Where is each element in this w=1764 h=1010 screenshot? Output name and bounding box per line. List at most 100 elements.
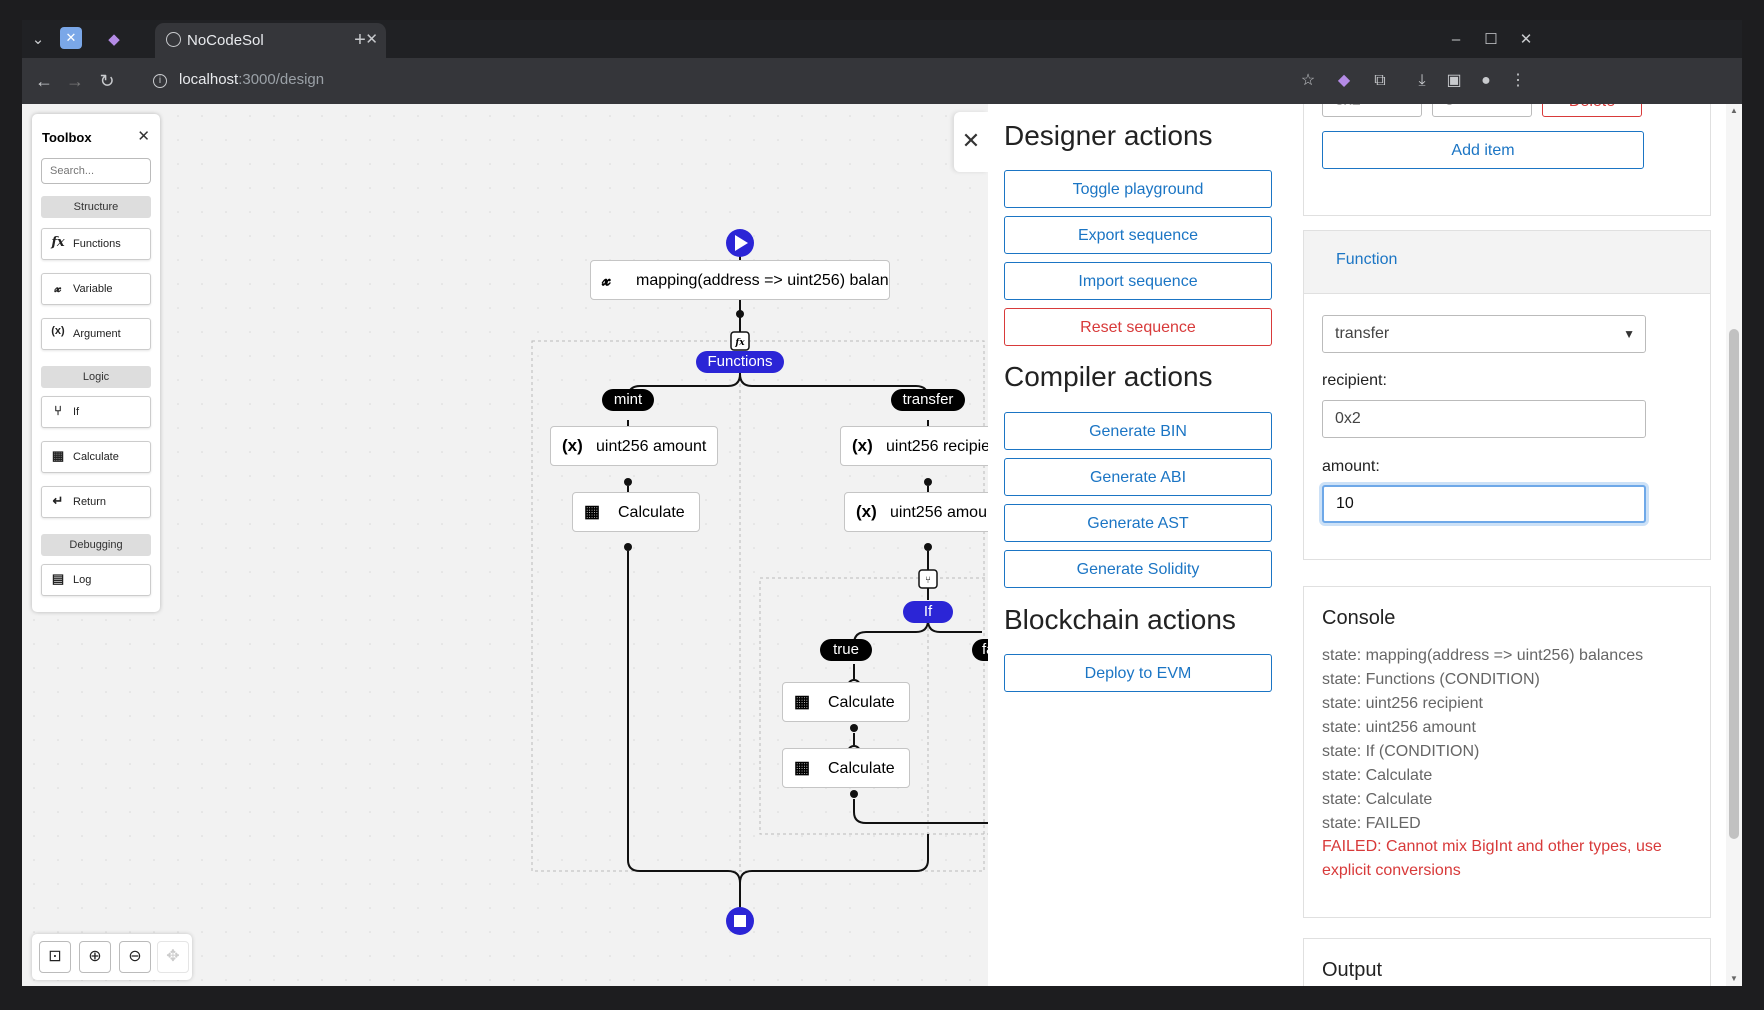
zoom-out-icon[interactable]: ⊖ [119, 941, 151, 973]
toolbox-item-calculate[interactable]: ▦ Calculate [41, 441, 151, 473]
extensions-puzzle-icon[interactable]: ⧉ [1374, 72, 1386, 89]
branch-false-label[interactable]: fa [972, 639, 988, 661]
tab-strip: ⌄ ✕ ◆ NoCodeSol ✕ + – ☐ ✕ [22, 20, 1742, 58]
scroll-down-icon[interactable]: ▼ [1730, 974, 1738, 983]
deploy-evm-button[interactable]: Deploy to EVM [1004, 654, 1272, 692]
designer-canvas[interactable]: fx ⑂ 𝔁 mapping(address => uint256) balan… [22, 104, 988, 986]
move-icon[interactable]: ✥ [157, 941, 189, 973]
console-line: state: Functions (CONDITION) [1322, 671, 1540, 688]
pinned-tab-tool-icon[interactable]: ✕ [60, 27, 82, 49]
console-title: Console [1322, 607, 1396, 629]
reset-sequence-button[interactable]: Reset sequence [1004, 308, 1272, 346]
step-mapping-balances[interactable]: 𝔁 mapping(address => uint256) balances [590, 260, 890, 300]
compiler-actions-title: Compiler actions [1004, 361, 1213, 392]
import-sequence-button[interactable]: Import sequence [1004, 262, 1272, 300]
download-icon[interactable]: ⤓ [1418, 72, 1426, 89]
branch-mint-label[interactable]: mint [602, 389, 654, 411]
reload-icon[interactable]: ↻ [99, 71, 115, 91]
toolbox-group-debugging: Debugging [41, 534, 151, 556]
log-icon: ▤ [51, 571, 65, 586]
console-line: state: If (CONDITION) [1322, 743, 1480, 760]
calculate-icon: ▦ [794, 758, 811, 777]
output-title: Output [1322, 959, 1383, 981]
zoom-controls: ⊡ ⊕ ⊖ ✥ [32, 934, 192, 980]
scroll-up-icon[interactable]: ▲ [1730, 106, 1738, 115]
generate-abi-button[interactable]: Generate ABI [1004, 458, 1272, 496]
toolbox-item-variable[interactable]: 𝔁 Variable [41, 273, 151, 305]
pinned-tab-extension-icon[interactable]: ◆ [108, 31, 120, 48]
toggle-playground-button[interactable]: Toggle playground [1004, 170, 1272, 208]
if-junction-icon [918, 569, 938, 589]
console-line: state: FAILED [1322, 815, 1421, 832]
toolbox-item-log[interactable]: ▤ Log [41, 564, 151, 596]
forward-arrow-icon[interactable]: → [66, 71, 84, 91]
back-arrow-icon[interactable]: ← [35, 71, 53, 91]
item-address-field[interactable]: 0x2 [1322, 104, 1422, 117]
variable-icon: 𝔁 [54, 280, 62, 295]
console-line: state: uint256 amount [1322, 719, 1476, 736]
maximize-window-icon[interactable]: ☐ [1484, 31, 1498, 48]
editor-scrollbar[interactable]: ▲ ▼ [1726, 104, 1742, 986]
toolbox-item-return[interactable]: ↵ Return [41, 486, 151, 518]
extension-icon[interactable]: ◆ [1337, 72, 1351, 89]
export-sequence-button[interactable]: Export sequence [1004, 216, 1272, 254]
if-label[interactable]: If [903, 601, 953, 623]
editor-close-icon[interactable]: ✕ [954, 112, 988, 172]
close-window-icon[interactable]: ✕ [1519, 31, 1533, 48]
toolbox-title: Toolbox [42, 130, 92, 145]
toolbox-item-argument[interactable]: (x) Argument [41, 318, 151, 350]
designer-actions-title: Designer actions [1004, 120, 1213, 151]
add-item-button[interactable]: Add item [1322, 131, 1644, 169]
recipient-input[interactable]: 0x2 [1322, 400, 1646, 438]
scrollbar-thumb[interactable] [1729, 329, 1739, 839]
site-info-icon[interactable]: i [153, 74, 167, 88]
toolbox-item-if[interactable]: ⑂ If [41, 396, 151, 428]
step-mint-amount[interactable]: (x) uint256 amount [550, 426, 718, 466]
bookmark-star-icon[interactable]: ☆ [1300, 72, 1316, 89]
generate-solidity-button[interactable]: Generate Solidity [1004, 550, 1272, 588]
profile-icon[interactable]: ● [1481, 72, 1491, 89]
delete-item-button[interactable]: Delete [1542, 104, 1642, 117]
side-panel-icon[interactable]: ▣ [1446, 72, 1462, 89]
toolbox-item-functions[interactable]: fx Functions [41, 228, 151, 260]
address-bar[interactable]: localhost:3000/design [179, 71, 324, 88]
app-page: fx ⑂ 𝔁 mapping(address => uint256) balan… [22, 104, 1742, 986]
argument-icon: (x) [562, 436, 583, 455]
calculate-icon: ▦ [584, 502, 601, 521]
amount-label: amount: [1322, 458, 1380, 475]
function-select[interactable]: transfer ▼ [1322, 315, 1646, 353]
new-tab-icon[interactable]: + [354, 29, 366, 51]
tab-search-chevron-icon[interactable]: ⌄ [31, 31, 45, 48]
branch-icon: ⑂ [54, 403, 62, 418]
mapping-items-card: 0x2 0 Delete Add item [1303, 104, 1711, 216]
step-true-calculate-1[interactable]: ▦ Calculate [782, 682, 910, 722]
step-true-calculate-2[interactable]: ▦ Calculate [782, 748, 910, 788]
toolbox-close-icon[interactable]: ✕ [137, 128, 150, 145]
functions-label[interactable]: Functions [696, 351, 784, 373]
minimize-window-icon[interactable]: – [1451, 31, 1461, 48]
close-tab-icon[interactable]: ✕ [365, 31, 378, 48]
center-view-icon[interactable]: ⊡ [39, 941, 71, 973]
step-transfer-amount[interactable]: (x) uint256 amour [844, 492, 988, 532]
function-card-header: Function [1304, 231, 1710, 294]
url-path: :3000/design [238, 71, 325, 88]
amount-input[interactable]: 10 [1322, 485, 1646, 523]
generate-bin-button[interactable]: Generate BIN [1004, 412, 1272, 450]
browser-toolbar: ← → ↻ i localhost:3000/design ☆ ◆ ⧉ ⤓ ▣ … [22, 58, 1742, 104]
tab-nocodesol[interactable]: NoCodeSol ✕ [155, 23, 386, 58]
toolbox-search-input[interactable] [41, 158, 151, 184]
zoom-in-icon[interactable]: ⊕ [79, 941, 111, 973]
generate-ast-button[interactable]: Generate AST [1004, 504, 1272, 542]
branch-true-label[interactable]: true [820, 639, 872, 661]
chevron-down-icon: ▼ [1623, 327, 1635, 341]
step-transfer-recipient[interactable]: (x) uint256 recipie [840, 426, 988, 466]
function-card: Function transfer ▼ recipient: 0x2 amoun… [1303, 230, 1711, 560]
step-mint-calculate[interactable]: ▦ Calculate [572, 492, 700, 532]
item-value-field[interactable]: 0 [1432, 104, 1532, 117]
branch-transfer-label[interactable]: transfer [891, 389, 965, 411]
svg-text:fx: fx [734, 338, 745, 348]
tab-title: NoCodeSol [187, 32, 264, 49]
url-host: localhost [179, 71, 239, 88]
function-card-title: Function [1336, 251, 1398, 268]
browser-menu-icon[interactable]: ⋮ [1510, 72, 1526, 89]
